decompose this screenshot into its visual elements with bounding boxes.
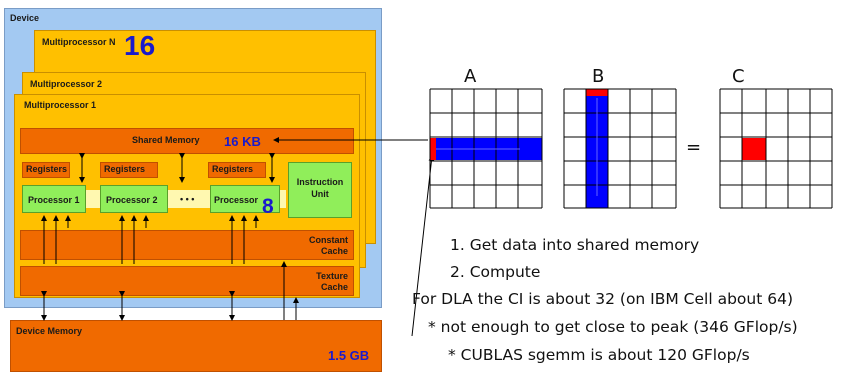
matrix-c-grid	[719, 88, 833, 209]
processor-2-box	[100, 185, 168, 213]
constant-cache-box	[20, 230, 354, 260]
matrix-c-label: C	[732, 66, 745, 87]
shared-memory-size: 16 KB	[224, 134, 261, 149]
multiprocessor-1-label: Multiprocessor 1	[24, 100, 97, 110]
processor-1-box	[22, 185, 86, 213]
registers-label-m: Registers	[212, 164, 254, 174]
equals-sign: =	[686, 137, 702, 158]
processor-m-label: Processor	[214, 195, 259, 205]
registers-box-m	[208, 162, 266, 178]
multiprocessor-n-label: Multiprocessor N	[42, 37, 116, 47]
instruction-unit-label: Instruction Unit	[296, 177, 344, 199]
matrix-a-red-cell	[430, 138, 436, 160]
instruction-unit-box	[288, 162, 352, 218]
registers-label-1: Registers	[26, 164, 68, 174]
processor-count: 8	[262, 195, 274, 218]
matrix-b-red-cell	[586, 89, 608, 96]
note-line-2: 2. Compute	[450, 263, 541, 281]
registers-box-1	[22, 162, 70, 178]
constant-cache-label: Constant Cache	[309, 235, 348, 256]
texture-cache-label: Texture Cache	[316, 271, 348, 292]
matrix-c-red-cell	[742, 138, 766, 160]
note-line-3: For DLA the CI is about 32 (on IBM Cell …	[412, 290, 793, 308]
multiprocessor-2-label: Multiprocessor 2	[30, 79, 103, 89]
shared-memory-box	[20, 128, 354, 154]
matrix-b-grid	[563, 88, 677, 209]
device-label: Device	[10, 13, 40, 23]
multiprocessor-count: 16	[124, 30, 156, 61]
registers-label-2: Registers	[104, 164, 146, 174]
processor-1-label: Processor 1	[28, 195, 80, 205]
texture-cache-box	[20, 266, 354, 296]
device-memory-label: Device Memory	[16, 326, 83, 336]
note-line-5: * CUBLAS sgemm is about 120 GFlop/s	[448, 346, 750, 364]
matrix-b-label: B	[592, 66, 605, 87]
registers-box-2	[100, 162, 158, 178]
device-memory-size: 1.5 GB	[328, 348, 370, 363]
matrix-a-label: A	[464, 66, 477, 87]
note-line-1: 1. Get data into shared memory	[450, 236, 700, 254]
note-line-4: * not enough to get close to peak (346 G…	[428, 318, 798, 336]
processor-ellipsis: • • •	[180, 194, 195, 204]
processor-m-box	[210, 185, 280, 213]
shared-memory-label: Shared Memory	[132, 135, 200, 145]
device-memory-box	[10, 320, 382, 372]
processor-2-label: Processor 2	[106, 195, 158, 205]
